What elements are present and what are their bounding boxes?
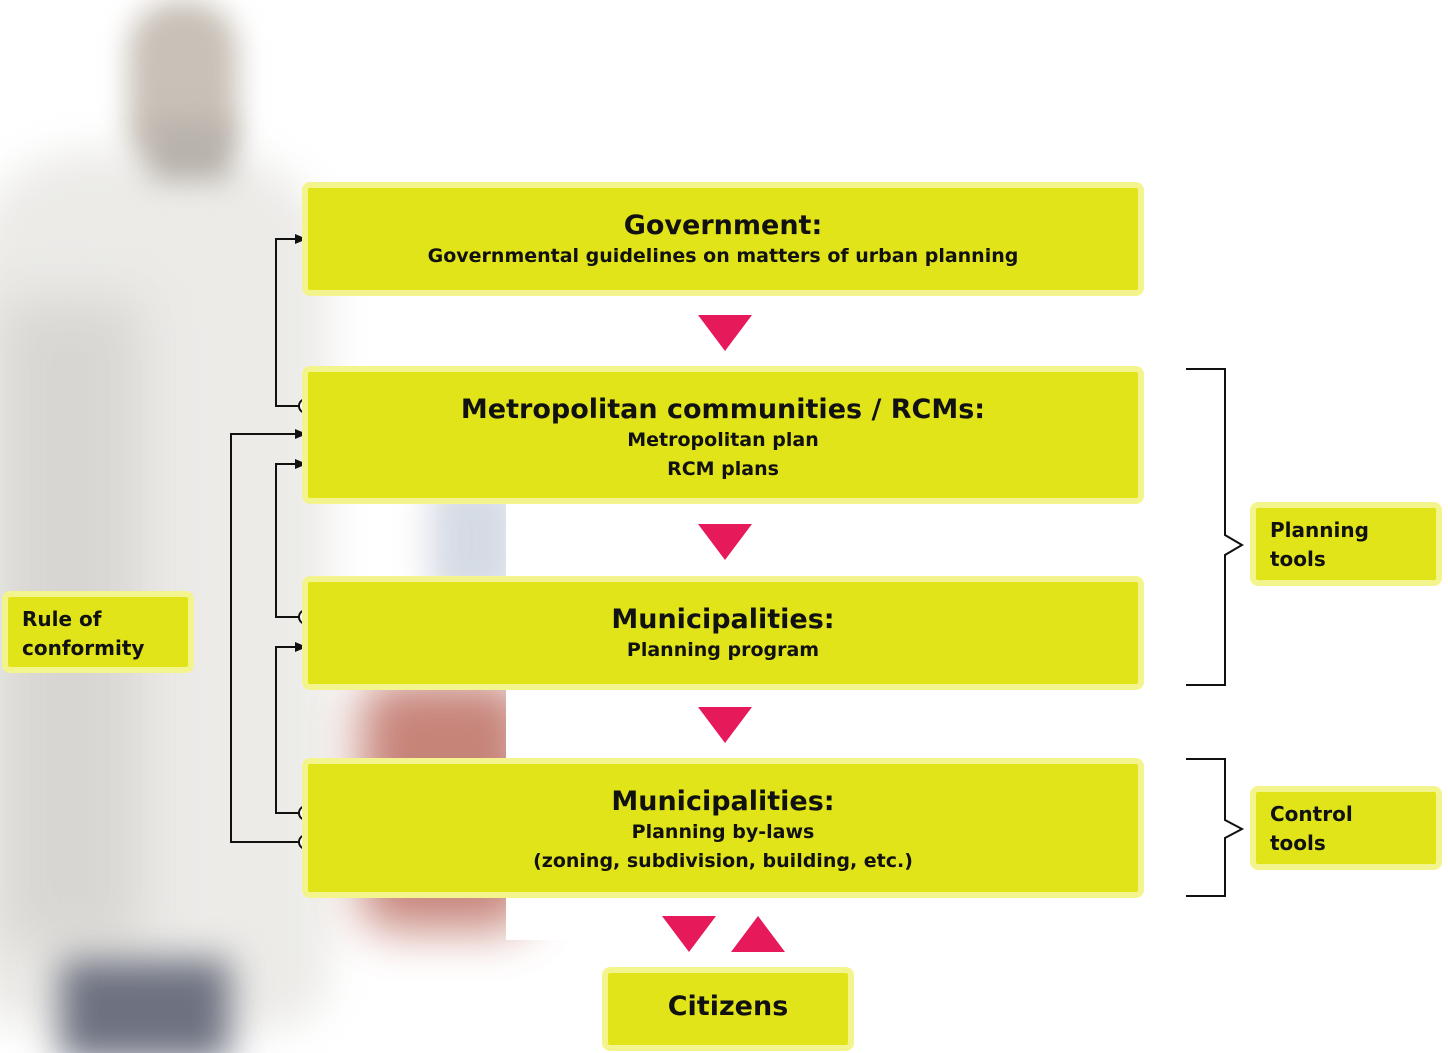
metropolitan-line-2: RCM plans xyxy=(667,458,779,480)
rule-of-conformity-line-1: Rule of xyxy=(22,607,102,631)
connector-metro-to-government xyxy=(275,234,307,407)
metropolitan-box: Metropolitan communities / RCMs: Metropo… xyxy=(302,366,1144,504)
photo-leg xyxy=(60,960,230,1053)
control-tools-bracket xyxy=(1186,758,1245,897)
rule-of-conformity-label: Rule of conformity xyxy=(2,591,194,673)
citizens-box: Citizens xyxy=(602,967,854,1051)
municipalities-bylaws-title: Municipalities: xyxy=(611,786,835,817)
municipalities-bylaws-box: Municipalities: Planning by-laws (zoning… xyxy=(302,758,1144,898)
planning-tools-line-2: tools xyxy=(1270,547,1326,571)
connector-program-to-metro xyxy=(275,459,307,618)
municipalities-program-line-1: Planning program xyxy=(626,639,820,661)
control-tools-label: Control tools xyxy=(1250,786,1442,870)
government-box: Government: Governmental guidelines on m… xyxy=(302,182,1144,296)
municipalities-program-box: Municipalities: Planning program xyxy=(302,576,1144,690)
control-tools-line-2: tools xyxy=(1270,831,1326,855)
municipalities-bylaws-line-1: Planning by-laws xyxy=(631,821,815,843)
control-tools-line-1: Control xyxy=(1270,802,1353,826)
down-arrow-3 xyxy=(698,707,752,743)
government-title: Government: xyxy=(623,210,823,241)
planning-tools-label: Planning tools xyxy=(1250,502,1442,586)
photo-neck xyxy=(150,120,230,180)
metropolitan-line-1: Metropolitan plan xyxy=(627,429,819,451)
down-arrow-citizens xyxy=(662,916,716,952)
citizens-title: Citizens xyxy=(667,991,789,1022)
municipalities-bylaws-line-2: (zoning, subdivision, building, etc.) xyxy=(533,850,913,872)
planning-tools-bracket xyxy=(1186,368,1244,686)
connector-bylaws-to-program xyxy=(275,642,307,814)
down-arrow-1 xyxy=(698,315,752,351)
connector-bylaws-to-metro xyxy=(230,429,307,843)
up-arrow-citizens xyxy=(731,916,785,952)
down-arrow-2 xyxy=(698,524,752,560)
metropolitan-title: Metropolitan communities / RCMs: xyxy=(460,394,986,425)
municipalities-program-title: Municipalities: xyxy=(611,604,835,635)
planning-tools-line-1: Planning xyxy=(1270,518,1369,542)
government-line-1: Governmental guidelines on matters of ur… xyxy=(427,245,1019,267)
rule-of-conformity-line-2: conformity xyxy=(22,636,145,660)
